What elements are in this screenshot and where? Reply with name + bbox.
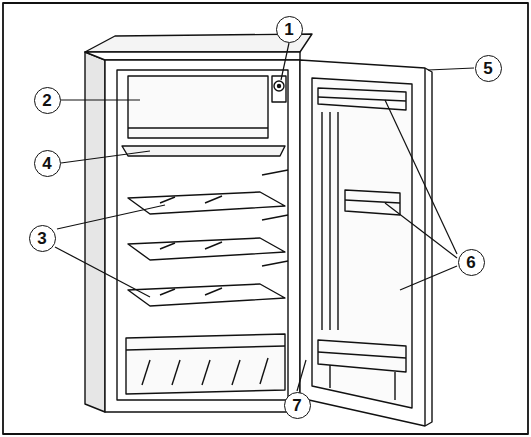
cabinet-side bbox=[85, 52, 105, 412]
callout-number: 4 bbox=[34, 150, 61, 177]
frame bbox=[3, 3, 528, 434]
callout-number: 5 bbox=[475, 55, 502, 82]
callout-number: 2 bbox=[34, 87, 61, 114]
shelves bbox=[128, 170, 288, 306]
leader-lines bbox=[55, 43, 474, 391]
callout-number: 6 bbox=[458, 249, 485, 276]
callout-number: 7 bbox=[284, 392, 311, 419]
crisper-drawer bbox=[126, 334, 285, 394]
thermostat-housing bbox=[272, 76, 286, 102]
freezer-door-edge bbox=[128, 127, 268, 128]
thermostat-knob bbox=[274, 81, 284, 91]
cabinet-opening bbox=[117, 70, 288, 400]
cabinet-edge bbox=[85, 52, 300, 60]
callout-number: 3 bbox=[29, 225, 56, 252]
door bbox=[300, 60, 432, 426]
cabinet-front bbox=[105, 60, 300, 412]
thermostat-dot bbox=[278, 85, 281, 88]
freezer-compartment bbox=[128, 76, 268, 138]
callout-number: 1 bbox=[276, 16, 303, 43]
